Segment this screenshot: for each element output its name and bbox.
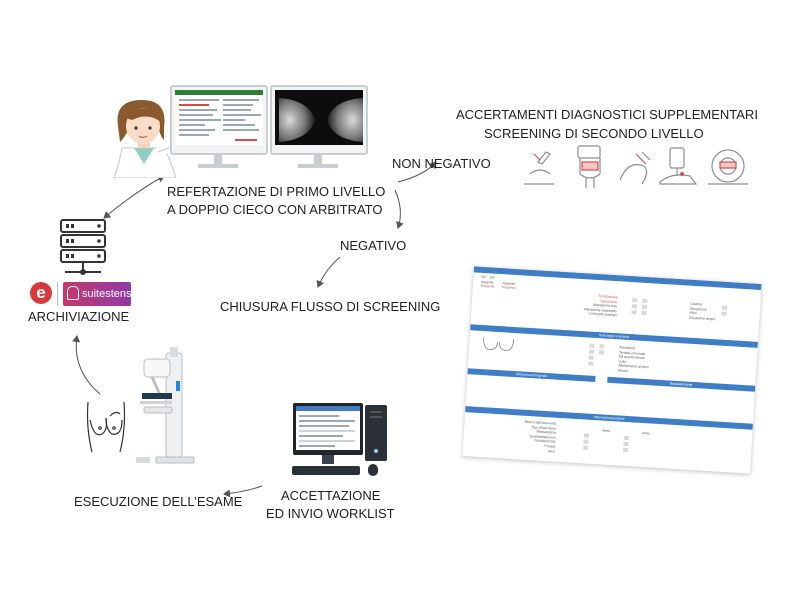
form-section-prior-surgery: Interventi precedenti — [465, 406, 753, 430]
mouse-icon — [368, 464, 378, 476]
mammography-machine-icon — [136, 347, 195, 464]
brand-logo-e: e — [30, 282, 52, 304]
acceptance-monitor — [293, 403, 363, 455]
form-top-labels: DX SX Assente Assente Presente Presente — [480, 274, 516, 291]
mri-icon — [708, 149, 748, 185]
supplementary-exams-line2: SCREENING DI SECONDO LIVELLO — [484, 126, 704, 141]
needle-aspiration-icon — [619, 151, 651, 185]
supplementary-exams-line1: ACCERTAMENTI DIAGNOSTICI SUPPLEMENTARI — [456, 107, 758, 122]
form-bottom-labels: Motivo dell'intervento Tipo d'intervento… — [524, 419, 557, 454]
acceptance-line2: ED INVIO WORKLIST — [266, 506, 395, 521]
arrow-to-close — [316, 256, 341, 288]
arrow-exam-to-archive — [72, 335, 101, 395]
form-section-last-mammo: Ultima mammografia — [467, 368, 596, 382]
form-screenshot: DX SX Assente Assente Presente Presente … — [462, 266, 762, 474]
monitor-stand — [314, 155, 322, 165]
archiving-label: ARCHIVIAZIONE — [28, 309, 130, 324]
primary-reporting-line2: A DOPPIO CIECO CON ARBITRATO — [167, 202, 383, 217]
stereotactic-icon — [659, 147, 698, 185]
report-screen — [175, 90, 263, 145]
arrow-to-non-negative — [397, 161, 437, 183]
suitestensa-logo: suitestensa — [63, 282, 138, 306]
monitor-base — [198, 164, 238, 168]
ultrasound-icon — [524, 151, 554, 185]
form-symptom-labels: Tumefazione Secrezione Alterazione cute … — [583, 294, 618, 318]
self-exam-torso-icon — [86, 401, 126, 453]
mammogram-screen — [275, 90, 363, 145]
arrow-acceptance-to-exam — [223, 485, 263, 498]
form-mid-labels: Familiarità Terapia ormonale Da quanto t… — [617, 345, 650, 373]
second-level-exam-icons — [524, 145, 748, 188]
keyboard-icon — [292, 466, 360, 475]
arrow-to-negative — [394, 189, 404, 229]
bow-icon — [67, 286, 79, 300]
exam-execution-label: ESECUZIONE DELL’ESAME — [74, 494, 243, 509]
biopsy-icon — [577, 145, 601, 188]
form-year-label: Anno — [602, 428, 611, 433]
mammogram-images — [279, 98, 363, 142]
form-right-labels: Cicatrici Secrezione Altro Da quanto tem… — [689, 301, 716, 321]
close-screening-label: CHIUSURA FLUSSO DI SCREENING — [220, 299, 441, 314]
acceptance-monitor-stand — [322, 455, 334, 464]
primary-reporting-line1: REFERTAZIONE DI PRIMO LIVELLO — [167, 184, 386, 199]
arrow-server-doctor — [103, 175, 165, 219]
breast-diagram-icon — [483, 337, 515, 351]
monitor-stand — [214, 155, 222, 165]
reporting-monitor — [170, 85, 268, 155]
acceptance-screen — [296, 406, 360, 450]
suite-name: suitestensa — [82, 288, 138, 300]
pc-tower-icon — [365, 405, 387, 461]
form-year-label-2: Anno — [642, 430, 651, 436]
logo-divider — [57, 282, 58, 306]
monitor-base — [298, 164, 338, 168]
negative-label: NEGATIVO — [340, 238, 407, 253]
server-icon — [60, 219, 106, 275]
mammography-monitor — [270, 85, 368, 155]
acceptance-line1: ACCETTAZIONE — [281, 488, 381, 503]
non-negative-label: NON NEGATIVO — [392, 156, 491, 171]
